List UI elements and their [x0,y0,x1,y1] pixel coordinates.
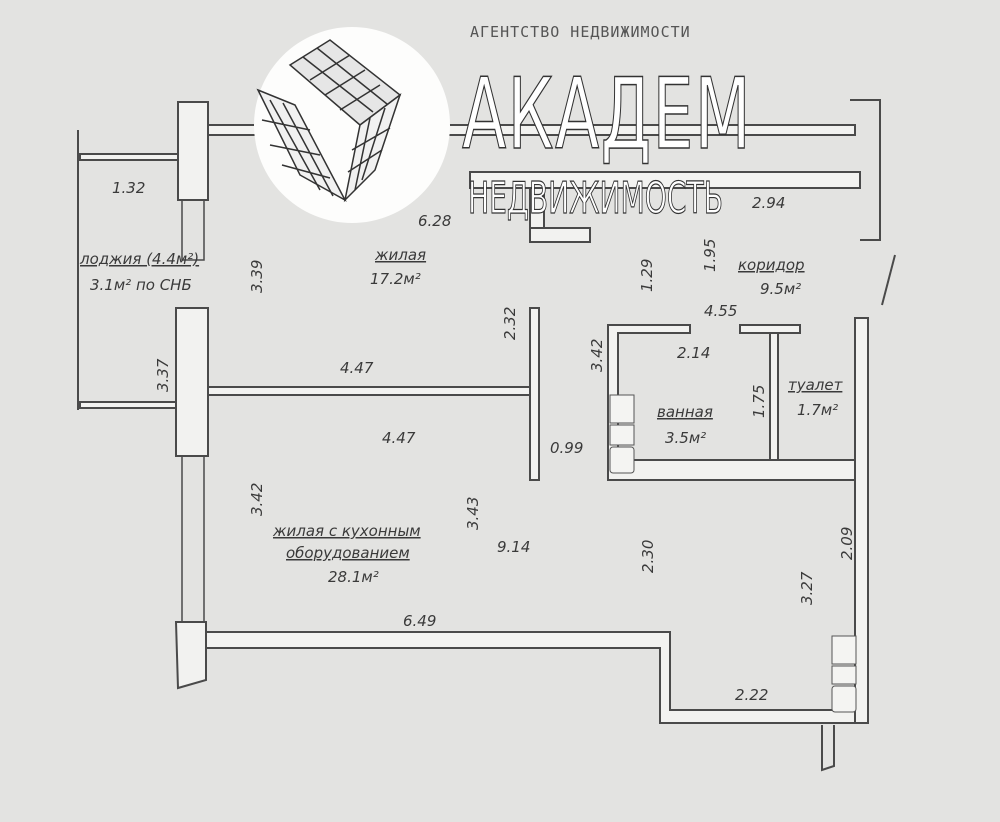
dimension: 2.14 [677,344,710,362]
dimension: 1.75 [750,385,768,418]
loggia-area: 3.1м² по СНБ [90,276,192,294]
dimension: 2.22 [735,686,768,704]
dimension: 4.47 [382,429,416,447]
dimension: 3.42 [248,483,266,516]
fixtures [609,394,857,713]
window-top [181,199,205,261]
dimension-labels: 1.32 6.28 2.94 3.39 1.29 1.95 4.55 2.32 … [112,179,856,704]
dimension: 3.27 [798,571,816,605]
dimension: 3.43 [464,497,482,530]
toilet-partition [769,332,779,461]
kitchen-counter-icon [831,665,857,685]
dimension: 6.49 [403,612,436,630]
dimension: 9.14 [497,538,530,556]
bathroom-label: ванная [657,403,713,421]
dimension: 2.30 [639,540,657,573]
loggia-label: лоджия (4.4м²) [79,250,199,268]
watermark: АГЕНТСТВО НЕДВИЖИМОСТИ АКАДЕМ НЕДВИЖИМОС… [254,23,752,225]
watermark-agency-caption: АГЕНТСТВО НЕДВИЖИМОСТИ [470,23,691,41]
right-top-column [850,99,881,241]
dimension: 6.28 [418,212,451,230]
bedroom-label: жилая [374,246,426,264]
wall-ledge-horizontal [529,227,591,243]
bedroom-partition [207,386,531,396]
right-exterior-wall [854,317,869,724]
loggia-top-wall [79,153,179,161]
toilet-label: туалет [788,376,844,394]
toilet-top-wall [739,324,801,334]
dimension: 4.47 [340,359,374,377]
bedroom-side-partition [529,307,540,481]
corridor-label: коридор [738,256,805,274]
corridor-area: 9.5м² [760,280,801,298]
loggia-bottom-wall [79,401,179,409]
washing-machine-icon [609,446,635,474]
window-pier-bottom [174,621,207,690]
dimension: 1.32 [112,179,145,197]
dimension: 2.32 [501,307,519,340]
bottom-exterior-wall [205,631,856,724]
window-pier-top [177,101,209,201]
bathtub-icon [609,394,635,424]
bathroom-area: 3.5м² [665,429,706,447]
bedroom-area: 17.2м² [370,270,421,288]
room-labels: лоджия (4.4м²) 3.1м² по СНБ жилая 17.2м²… [79,246,844,586]
washbasin-icon [609,424,635,446]
dimension: 3.42 [588,339,606,372]
walls [77,99,896,772]
watermark-brand-subtitle: НЕДВИЖИМОСТЬ [468,173,723,224]
entry-door-swing [881,254,896,306]
bottom-stub [821,725,835,772]
dimension: 2.94 [752,194,785,212]
living-kitchen-area: 28.1м² [328,568,379,586]
dimension: 1.95 [701,239,719,272]
corridor-top-wall [469,171,861,189]
cube-logo-icon [256,39,402,203]
dimension: 1.29 [638,259,656,292]
dimension: 4.55 [704,302,737,320]
living-kitchen-label-2: оборудованием [286,544,410,562]
stove-icon [831,685,857,713]
living-kitchen-label-1: жилая с кухонным [272,522,421,540]
dimension: 2.09 [838,527,856,560]
watermark-brand: АКАДЕМ [462,58,752,172]
dimension: 3.39 [248,260,266,293]
dimension: 3.37 [154,358,172,392]
toilet-area: 1.7м² [797,401,838,419]
dimension: 0.99 [550,439,583,457]
window-pier-middle [175,307,209,457]
kitchen-sink-icon [831,635,857,665]
